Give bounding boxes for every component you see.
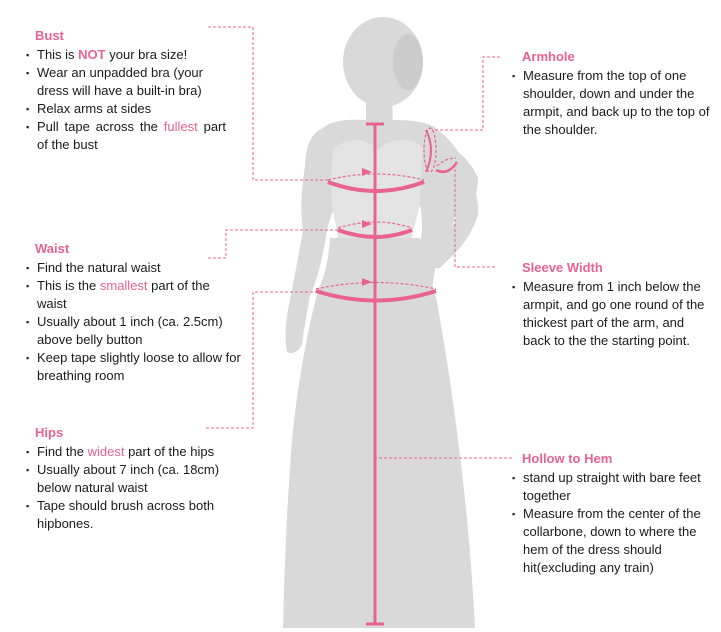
- left-arm: [285, 150, 322, 354]
- neck: [366, 95, 393, 126]
- list-item: Keep tape slightly loose to allow for br…: [26, 349, 241, 385]
- hair-bun: [393, 34, 423, 90]
- skirt: [283, 238, 475, 628]
- list-item: Measure from the top of one shoulder, do…: [512, 67, 712, 139]
- sleeve-section: Sleeve Width Measure from 1 inch below t…: [512, 259, 712, 350]
- right-arm: [428, 126, 479, 269]
- hips-list: Find the widest part of the hips Usually…: [26, 443, 226, 533]
- list-item: Relax arms at sides: [26, 100, 226, 118]
- list-item: Measure from the center of the collarbon…: [512, 505, 702, 577]
- bust-leader: [208, 26, 328, 181]
- waist-tape: [337, 220, 413, 239]
- list-item: This is the smallest part of the waist: [26, 277, 241, 313]
- waist-section: Waist Find the natural waist This is the…: [26, 240, 241, 385]
- hips-section: Hips Find the widest part of the hips Us…: [26, 424, 226, 533]
- list-item: Pull tape across the fullest part of the…: [26, 118, 226, 154]
- sleeve-title: Sleeve Width: [522, 260, 603, 275]
- list-item: Measure from 1 inch below the armpit, an…: [512, 278, 712, 350]
- hollow-list: stand up straight with bare feet togethe…: [512, 469, 702, 577]
- leader-lines: [206, 26, 512, 459]
- sleeve-list: Measure from 1 inch below the armpit, an…: [512, 278, 712, 350]
- hips-title: Hips: [35, 425, 64, 440]
- waist-leader: [208, 229, 338, 259]
- sleeve-band: [435, 157, 459, 173]
- waist-list: Find the natural waist This is the small…: [26, 259, 241, 385]
- hollow-title: Hollow to Hem: [522, 451, 613, 466]
- bust-title: Bust: [35, 28, 64, 43]
- armhole-title: Armhole: [522, 49, 575, 64]
- list-item: Tape should brush across both hipbones.: [26, 497, 226, 533]
- hollow-section: Hollow to Hem stand up straight with bar…: [512, 450, 702, 577]
- armhole-leader: [432, 56, 500, 131]
- list-item: Find the natural waist: [26, 259, 241, 277]
- mannequin-silhouette: [283, 17, 479, 628]
- bust-list: This is NOT your bra size! Wear an unpad…: [26, 46, 226, 154]
- list-item: Usually about 1 inch (ca. 2.5cm) above b…: [26, 313, 241, 349]
- hip-tape: [315, 278, 437, 303]
- waist-title: Waist: [35, 241, 70, 256]
- armhole-loop: [423, 127, 437, 173]
- hollow-to-hem-measure: [366, 122, 384, 626]
- bust-tape: [327, 168, 425, 193]
- armhole-list: Measure from the top of one shoulder, do…: [512, 67, 712, 139]
- list-item: stand up straight with bare feet togethe…: [512, 469, 702, 505]
- list-item: Wear an unpadded bra (your dress will ha…: [26, 64, 226, 100]
- list-item: This is NOT your bra size!: [26, 46, 226, 64]
- hips-leader: [206, 291, 316, 429]
- list-item: Find the widest part of the hips: [26, 443, 226, 461]
- list-item: Usually about 7 inch (ca. 18cm) below na…: [26, 461, 226, 497]
- armhole-section: Armhole Measure from the top of one shou…: [512, 48, 712, 139]
- bust-section: Bust This is NOT your bra size! Wear an …: [26, 27, 226, 154]
- sleeve-leader: [454, 165, 495, 268]
